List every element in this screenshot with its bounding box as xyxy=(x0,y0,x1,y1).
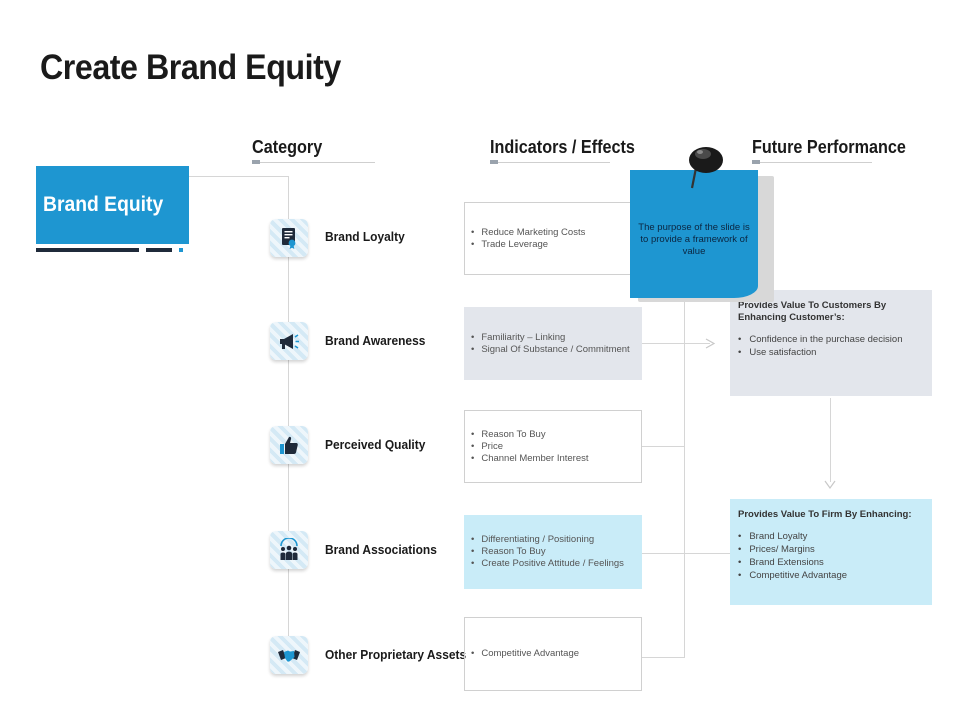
list-item: Use satisfaction xyxy=(738,346,924,359)
decorative-dot xyxy=(179,248,183,252)
future-box-firm: Provides Value To Firm By Enhancing: Bra… xyxy=(730,499,932,605)
column-header-category: Category xyxy=(252,137,323,157)
list-item: Reason To Buy xyxy=(471,429,641,441)
arrow-right-icon xyxy=(705,338,716,349)
category-label: Other Proprietary Assets xyxy=(325,647,467,662)
list-item: Trade Leverage xyxy=(471,239,641,251)
list-item: Create Positive Attitude / Feelings xyxy=(471,558,641,570)
note-body xyxy=(630,170,758,298)
decorative-bar xyxy=(36,248,139,252)
note-text: The purpose of the slide is to provide a… xyxy=(638,222,750,257)
list-item: Channel Member Interest xyxy=(471,453,641,465)
future-heading: Provides Value To Firm By Enhancing: xyxy=(738,509,912,520)
column-marker xyxy=(252,160,260,164)
column-marker xyxy=(490,160,498,164)
connector-line xyxy=(642,343,710,344)
indicator-box-brand-associations: Differentiating / Positioning Reason To … xyxy=(464,515,642,589)
brand-equity-label: Brand Equity xyxy=(43,193,164,216)
decorative-bar xyxy=(146,248,172,252)
column-marker xyxy=(752,160,760,164)
arrow-down-icon xyxy=(824,480,836,490)
brand-equity-box: Brand Equity xyxy=(36,166,189,244)
thumbs-up-icon xyxy=(270,426,308,464)
list-item: Price xyxy=(471,441,641,453)
list-item: Familiarity – Linking xyxy=(471,332,641,344)
handshake-icon xyxy=(270,636,308,674)
column-header-indicators: Indicators / Effects xyxy=(490,137,635,157)
category-label: Brand Loyalty xyxy=(325,229,405,244)
people-group-icon xyxy=(270,531,308,569)
list-item: Competitive Advantage xyxy=(471,648,641,660)
connector-line xyxy=(288,176,289,656)
list-item: Brand Loyalty xyxy=(738,530,924,543)
category-label: Brand Associations xyxy=(325,542,437,557)
list-item: Signal Of Substance / Commitment xyxy=(471,344,641,356)
list-item: Competitive Advantage xyxy=(738,569,924,582)
column-underline xyxy=(752,162,872,163)
category-label: Perceived Quality xyxy=(325,437,426,452)
connector-line xyxy=(684,300,685,658)
list-item: Reduce Marketing Costs xyxy=(471,227,641,239)
connector-line xyxy=(642,553,730,554)
list-item: Prices/ Margins xyxy=(738,543,924,556)
list-item: Confidence in the purchase decision xyxy=(738,333,924,346)
list-item: Brand Extensions xyxy=(738,556,924,569)
category-label: Brand Awareness xyxy=(325,333,426,348)
column-underline xyxy=(490,162,610,163)
push-pin-icon xyxy=(689,147,723,189)
connector-line xyxy=(642,657,685,658)
column-header-future: Future Performance xyxy=(752,137,906,157)
future-heading: Provides Value To Customers By Enhancing… xyxy=(738,300,887,323)
list-item: Reason To Buy xyxy=(471,546,641,558)
future-box-customers: Provides Value To Customers By Enhancing… xyxy=(730,290,932,396)
document-award-icon xyxy=(270,219,308,257)
column-underline xyxy=(252,162,375,163)
indicator-box-other-assets: Competitive Advantage xyxy=(464,617,642,691)
indicator-box-brand-loyalty: Reduce Marketing Costs Trade Leverage xyxy=(464,202,642,275)
megaphone-icon xyxy=(270,322,308,360)
indicator-box-perceived-quality: Reason To Buy Price Channel Member Inter… xyxy=(464,410,642,483)
list-item: Differentiating / Positioning xyxy=(471,534,641,546)
connector-line xyxy=(830,398,831,482)
sticky-note: The purpose of the slide is to provide a… xyxy=(630,170,774,302)
connector-line xyxy=(189,176,289,177)
connector-line xyxy=(642,446,685,447)
page-title: Create Brand Equity xyxy=(40,48,341,87)
indicator-box-brand-awareness: Familiarity – Linking Signal Of Substanc… xyxy=(464,307,642,380)
